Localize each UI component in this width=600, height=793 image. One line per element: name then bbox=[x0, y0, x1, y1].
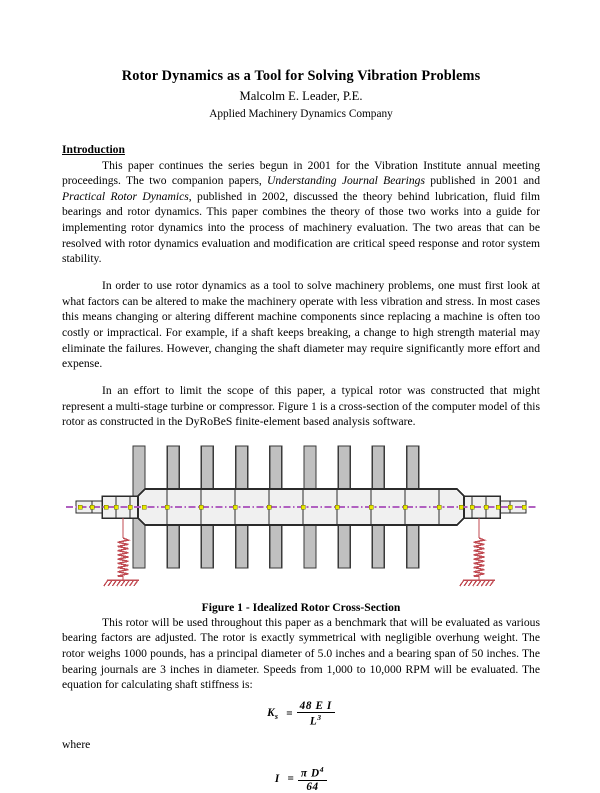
station-node-11 bbox=[300, 504, 306, 510]
ground-hatch-right-2 bbox=[463, 579, 469, 587]
ground-hatch-left-4 bbox=[116, 579, 122, 587]
equation-equals-sign-2: = bbox=[287, 772, 294, 785]
italic-run-3: Practical Rotor Dynamics bbox=[62, 189, 189, 203]
station-node-18 bbox=[483, 504, 489, 510]
page-title: Rotor Dynamics as a Tool for Solving Vib… bbox=[121, 68, 481, 84]
station-node-16 bbox=[458, 504, 464, 510]
ground-hatch-left-5 bbox=[120, 579, 126, 587]
station-node-9 bbox=[232, 504, 238, 510]
station-node-12 bbox=[334, 504, 340, 510]
station-node-2 bbox=[89, 504, 95, 510]
station-node-5 bbox=[127, 504, 133, 510]
ground-hatch-left-6 bbox=[124, 579, 131, 587]
equation-numerator-1: 48 E I bbox=[296, 700, 335, 714]
ground-hatch-left-3 bbox=[111, 579, 118, 587]
ground-hatch-right-7 bbox=[485, 579, 491, 587]
station-node-3 bbox=[103, 504, 109, 510]
section-heading-introduction: Introduction bbox=[62, 142, 125, 156]
station-node-21 bbox=[521, 504, 527, 510]
figure-1 bbox=[62, 442, 540, 594]
document-page: Rotor Dynamics as a Tool for Solving Vib… bbox=[62, 68, 540, 793]
paragraph-intro-2: In order to use rotor dynamics as a tool… bbox=[62, 279, 540, 371]
station-node-15 bbox=[436, 504, 442, 510]
equation-numerator-2: π D4 bbox=[297, 765, 328, 781]
ground-hatch-right-1 bbox=[459, 579, 465, 587]
title-block: Rotor Dynamics as a Tool for Solving Vib… bbox=[62, 0, 540, 122]
ground-hatch-left-2 bbox=[107, 579, 113, 587]
bearing-spring-right bbox=[473, 537, 487, 577]
equation-denominator-2: 64 bbox=[306, 780, 319, 793]
station-node-13 bbox=[368, 504, 374, 510]
equation-lhs-ks: Ks bbox=[267, 706, 279, 722]
equation-lhs-i: I bbox=[274, 772, 280, 785]
ground-hatch-right-3 bbox=[467, 579, 474, 587]
station-node-20 bbox=[507, 504, 513, 510]
station-node-6 bbox=[141, 504, 147, 510]
station-node-14 bbox=[402, 504, 408, 510]
paragraph-intro-3: In an effort to limit the scope of this … bbox=[62, 383, 540, 429]
ground-hatch-right-5 bbox=[476, 579, 482, 587]
bearing-support-left bbox=[103, 517, 139, 587]
station-node-19 bbox=[495, 504, 501, 510]
page-content: Rotor Dynamics as a Tool for Solving Vib… bbox=[62, 0, 540, 793]
equation-equals-sign-1: = bbox=[286, 707, 293, 720]
station-node-7 bbox=[164, 504, 170, 510]
figure-1-caption: Figure 1 - Idealized Rotor Cross-Section bbox=[201, 600, 401, 614]
ground-hatch-right-6 bbox=[480, 579, 487, 587]
station-node-10 bbox=[266, 504, 272, 510]
station-node-17 bbox=[469, 504, 475, 510]
author-line: Malcolm E. Leader, P.E. bbox=[239, 88, 363, 103]
ground-hatch-left-7 bbox=[129, 579, 135, 587]
paragraph-intro-1: This paper continues the series begun in… bbox=[62, 158, 540, 266]
station-node-8 bbox=[198, 504, 204, 510]
where-label: where bbox=[62, 737, 91, 751]
station-node-1 bbox=[77, 504, 83, 510]
affiliation-line: Applied Machinery Dynamics Company bbox=[209, 108, 393, 121]
ground-hatch-right-4 bbox=[472, 579, 478, 587]
station-node-4 bbox=[113, 504, 119, 510]
equation-denominator-1: L3 bbox=[309, 713, 322, 728]
bearing-spring-left bbox=[117, 537, 131, 577]
italic-run-1: Understanding Journal Bearings bbox=[267, 174, 425, 188]
bearing-support-right bbox=[459, 517, 495, 587]
ground-hatch-left-8 bbox=[133, 579, 139, 587]
rotor-cross-section-svg bbox=[66, 445, 536, 587]
ground-hatch-left-1 bbox=[103, 579, 109, 587]
paragraph-closing: This rotor will be used throughout this … bbox=[62, 615, 540, 692]
ground-hatch-right-8 bbox=[489, 579, 495, 587]
